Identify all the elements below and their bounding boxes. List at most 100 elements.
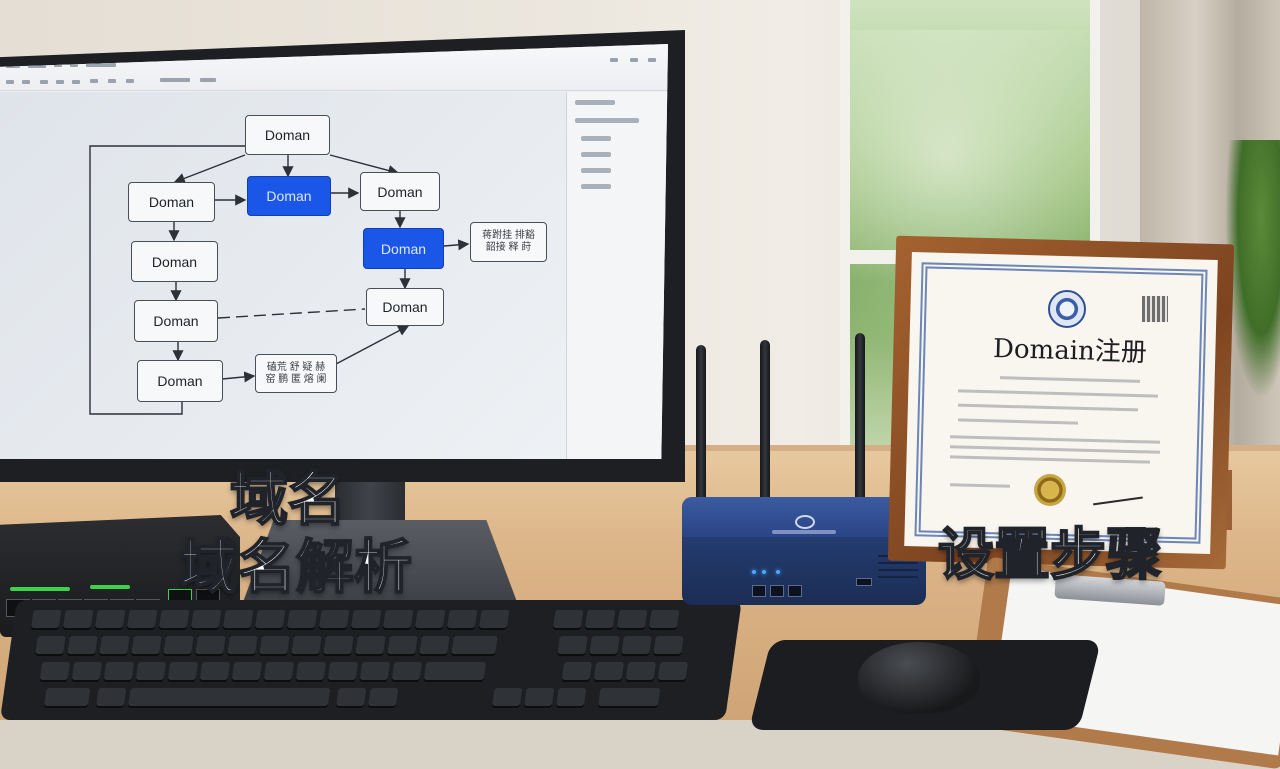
toolbar-icon[interactable]	[108, 79, 116, 83]
key	[616, 610, 648, 628]
key	[227, 636, 258, 654]
key	[491, 688, 523, 706]
panel-entry[interactable]	[581, 136, 611, 141]
toolbar-icon[interactable]	[648, 58, 656, 62]
key	[39, 662, 71, 680]
key	[231, 662, 263, 680]
router-lan-port	[788, 585, 802, 597]
key	[552, 610, 584, 628]
router-logo-icon	[795, 515, 815, 529]
router-vent	[878, 569, 918, 571]
caption-domain: 域名	[229, 464, 347, 534]
properties-panel	[566, 92, 668, 459]
monitor-stand-base	[240, 520, 520, 610]
router-lan-port	[770, 585, 784, 597]
key	[163, 636, 194, 654]
key	[190, 610, 222, 628]
key	[62, 610, 94, 628]
flow-node[interactable]: Doman	[137, 360, 223, 402]
key	[657, 662, 689, 680]
flow-node[interactable]: Doman	[131, 241, 218, 282]
key	[359, 662, 391, 680]
caption-domain-resolution: 域名解析	[179, 532, 413, 602]
toolbar-icon[interactable]	[72, 80, 80, 84]
key	[222, 610, 254, 628]
panel-entry[interactable]	[575, 118, 639, 123]
key	[30, 610, 62, 628]
flow-node[interactable]: Doman	[128, 182, 215, 222]
flow-node[interactable]: Doman	[360, 172, 440, 211]
toolbar-icon[interactable]	[126, 79, 134, 83]
key	[327, 662, 359, 680]
key	[335, 688, 367, 706]
router-antenna	[760, 340, 770, 502]
key	[99, 636, 130, 654]
toolbar-icon[interactable]	[40, 80, 48, 84]
key	[451, 636, 498, 654]
router-vent	[878, 562, 918, 564]
toolbar-icon[interactable]	[56, 80, 64, 84]
key	[35, 636, 66, 654]
router-status-led	[752, 570, 756, 574]
toolbar-icon[interactable]	[90, 79, 98, 83]
key	[414, 610, 446, 628]
key	[653, 636, 684, 654]
key	[625, 662, 657, 680]
router-status-led	[776, 570, 780, 574]
toolbar-icon[interactable]	[28, 64, 46, 68]
key	[195, 636, 226, 654]
router-vent	[878, 576, 918, 578]
panel-entry[interactable]	[575, 100, 615, 105]
plant	[1225, 140, 1280, 400]
flow-node[interactable]: Doman	[134, 300, 218, 342]
qr-code-icon	[1142, 296, 1168, 322]
key	[523, 688, 555, 706]
key	[419, 636, 450, 654]
status-led-strip	[10, 587, 70, 591]
key	[259, 636, 290, 654]
key	[135, 662, 167, 680]
flow-lines	[89, 145, 470, 415]
toolbar-icon[interactable]	[70, 63, 78, 67]
key	[126, 610, 158, 628]
flow-node[interactable]: Doman	[245, 115, 330, 155]
key	[561, 662, 593, 680]
panel-entry[interactable]	[581, 184, 611, 189]
monitor-screen	[0, 44, 668, 459]
key	[423, 662, 487, 680]
key	[71, 662, 103, 680]
toolbar-icon[interactable]	[54, 63, 62, 67]
key	[446, 610, 478, 628]
key	[355, 636, 386, 654]
spacebar	[127, 688, 331, 706]
certificate-title: Domain注册	[992, 333, 1148, 369]
flowchart-connectors	[89, 145, 470, 415]
flow-note[interactable]: 磕荒 舒 疑 赫 窑 鹏 匿 熔 阑	[255, 354, 337, 393]
toolbar-icon[interactable]	[160, 78, 190, 82]
key	[167, 662, 199, 680]
router-antenna	[855, 333, 865, 501]
key	[286, 610, 318, 628]
toolbar-icon[interactable]	[86, 63, 116, 67]
flow-node[interactable]: Doman	[366, 288, 444, 326]
key	[648, 610, 680, 628]
key	[291, 636, 322, 654]
key	[199, 662, 231, 680]
toolbar-icon[interactable]	[6, 80, 14, 84]
flow-node-highlighted[interactable]: Doman	[363, 228, 444, 269]
key	[382, 610, 414, 628]
key	[557, 636, 588, 654]
panel-entry[interactable]	[581, 152, 611, 157]
router-lan-port	[752, 585, 766, 597]
key	[350, 610, 382, 628]
panel-entry[interactable]	[581, 168, 611, 173]
flow-note[interactable]: 蒋跗挂 排豁 韶接 释 莳	[470, 222, 547, 262]
key	[323, 636, 354, 654]
toolbar-icon[interactable]	[630, 58, 638, 62]
flow-node-highlighted[interactable]: Doman	[247, 176, 331, 216]
key	[318, 610, 350, 628]
key	[367, 688, 399, 706]
toolbar-icon[interactable]	[22, 80, 30, 84]
toolbar-icon[interactable]	[610, 58, 618, 62]
toolbar-icon[interactable]	[200, 78, 216, 82]
